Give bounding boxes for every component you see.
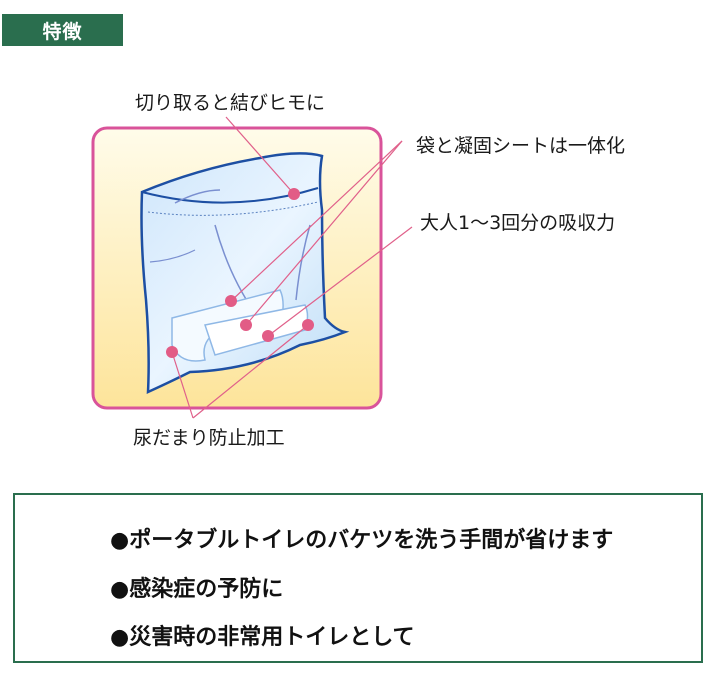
label-absorption: 大人1～3回分の吸収力: [420, 212, 616, 234]
product-illustration: [91, 116, 413, 419]
label-integrated-sheet: 袋と凝固シートは一体化: [416, 135, 626, 157]
section-title: 特徴: [2, 14, 123, 46]
callout-dots: [166, 188, 314, 358]
feature-item: ●ポータブルトイレのバケツを洗う手間が省けます: [110, 528, 614, 553]
feature-item: ●感染症の予防に: [110, 577, 284, 602]
label-tie-string: 切り取ると結びヒモに: [135, 92, 326, 114]
features-box: [13, 493, 703, 663]
feature-item: ●災害時の非常用トイレとして: [110, 625, 415, 650]
label-leak-prevention: 尿だまり防止加工: [133, 427, 285, 449]
